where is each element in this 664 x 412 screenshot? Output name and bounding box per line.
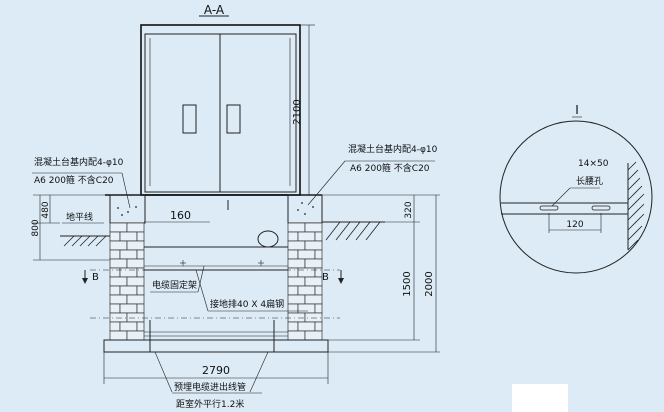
svg-text:B: B: [322, 272, 329, 283]
ground-line-label: 地平线: [66, 211, 93, 223]
dim-1500: 1500: [402, 271, 413, 296]
cable-bracket: [144, 200, 288, 271]
svg-text:2790: 2790: [202, 364, 230, 377]
door-handle-left: [182, 104, 197, 134]
dim-480: 480: [41, 201, 51, 218]
grounding-bar-label: 接地排40 X 4扁钢: [195, 269, 308, 312]
cable-bracket-label: 电缆固定架: [150, 265, 205, 293]
right-reinforcement-note: 混凝土台基内配4-φ10 A6 200箍 不含C20: [307, 143, 438, 206]
concrete-base: [105, 194, 323, 224]
trench-floor: [103, 331, 329, 353]
section-mark-right: B: [322, 270, 344, 284]
dim-cabinet-height: 2100: [292, 24, 315, 196]
blank-box: [512, 384, 568, 412]
detail-callout-circle: [257, 230, 279, 248]
right-note-line2: A6 200箍 不含C20: [350, 162, 430, 174]
dim-320: 320: [404, 201, 414, 218]
dim-160: 160: [144, 209, 210, 223]
svg-text:接地排40 X 4扁钢: 接地排40 X 4扁钢: [210, 298, 284, 310]
right-note-line1: 混凝土台基内配4-φ10: [348, 143, 438, 155]
conduit-note-line2: 距室外平行1.2米: [176, 398, 244, 410]
slot-spacing: 120: [566, 220, 583, 230]
conduit-note-line1: 预埋电缆进出线管: [174, 381, 246, 393]
slot-size: 14×50: [578, 159, 609, 169]
dim-right: 320 1500 2000: [322, 194, 440, 353]
detail-view-I: I 14×50 长腰孔 120: [499, 103, 653, 274]
left-note-line2: A6 200箍 不含C20: [34, 174, 114, 186]
svg-text:电缆固定架: 电缆固定架: [152, 279, 197, 291]
cable-conduits: [149, 320, 275, 393]
detail-label: I: [575, 103, 579, 117]
slot-name: 长腰孔: [576, 175, 603, 187]
trench-wall-left: [109, 222, 145, 341]
slot-hole-left: [539, 205, 559, 211]
switch-cabinet: [140, 24, 301, 196]
svg-text:B: B: [92, 272, 99, 283]
door-handle-right: [226, 104, 241, 134]
dim-2790: 2790: [103, 352, 329, 384]
svg-text:160: 160: [170, 209, 191, 222]
left-reinforcement-note: 混凝土台基内配4-φ10 A6 200箍 不含C20: [32, 156, 131, 209]
dim-2100: 2100: [292, 99, 303, 124]
dim-left: 480 800: [31, 194, 110, 261]
section-mark-left: B: [82, 270, 99, 284]
ground-hatching: [60, 221, 385, 247]
left-note-line1: 混凝土台基内配4-φ10: [34, 156, 124, 168]
dim-2000: 2000: [424, 271, 435, 296]
slot-hole-right: [591, 205, 611, 211]
section-title: A-A: [204, 3, 225, 17]
dim-800: 800: [31, 219, 41, 236]
trench-wall-right: [287, 222, 323, 341]
